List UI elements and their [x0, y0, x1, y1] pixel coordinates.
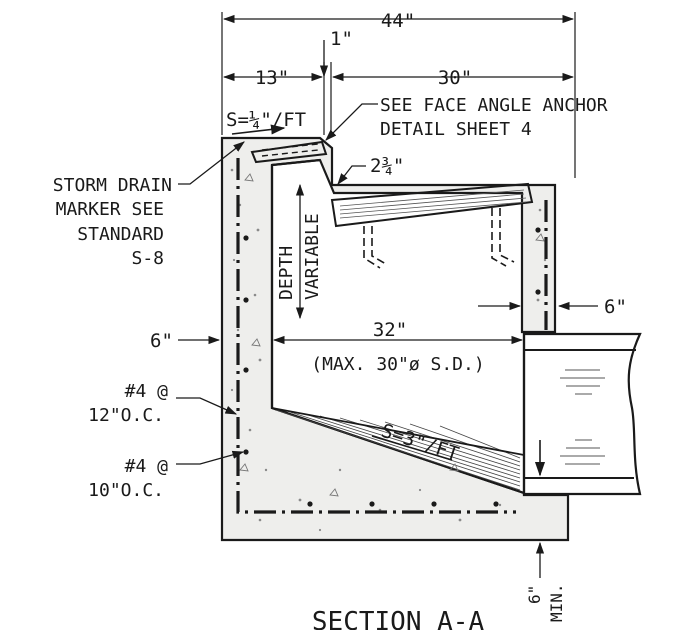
rebar — [236, 158, 548, 514]
dim-right-section: 30" — [438, 67, 472, 89]
storm-drain-line3: STANDARD — [77, 224, 164, 245]
storm-drain-pipe — [522, 332, 642, 496]
dim-right-wall: 6" — [604, 296, 627, 318]
leaders — [176, 103, 378, 465]
depth-label: DEPTH — [276, 246, 297, 300]
storm-drain-line1: STORM DRAIN — [53, 175, 172, 196]
variable-label: VARIABLE — [302, 213, 323, 300]
bottom-min-value: 6" — [525, 585, 544, 604]
invert-hatch — [275, 409, 521, 491]
invert-top-line — [271, 407, 525, 456]
slope-invert-line — [371, 435, 453, 461]
dim-pipe-width: 32" — [373, 319, 407, 341]
slope-top-label: S=¼"/FT — [226, 109, 306, 131]
angle-offset-label: 2¾" — [370, 155, 404, 177]
rebar1-line2: 12"O.C. — [88, 405, 164, 426]
face-angle-anchor — [250, 140, 328, 164]
grate-beam — [330, 182, 534, 269]
bottom-min-label: MIN. — [547, 583, 566, 622]
storm-drain-line2: MARKER SEE — [56, 199, 164, 220]
rebar-dots — [243, 227, 541, 507]
pipe-note: (MAX. 30"ø S.D.) — [311, 354, 484, 375]
section-title: SECTION A-A — [312, 607, 485, 630]
dim-gap: 1" — [330, 28, 353, 50]
concrete-aggregate — [230, 168, 547, 532]
dim-overall-width: 44" — [381, 10, 415, 32]
rebar2-line1: #4 @ — [125, 456, 169, 477]
dim-left-wall: 6" — [150, 330, 173, 352]
dim-left-section: 13" — [255, 67, 289, 89]
storm-drain-line4: S-8 — [131, 248, 164, 269]
rebar2-line2: 10"O.C. — [88, 480, 164, 501]
face-angle-line2: DETAIL SHEET 4 — [380, 119, 532, 140]
face-angle-line1: SEE FACE ANGLE ANCHOR — [380, 95, 608, 116]
rebar1-line1: #4 @ — [125, 381, 169, 402]
slope-top-arrow — [231, 124, 286, 135]
